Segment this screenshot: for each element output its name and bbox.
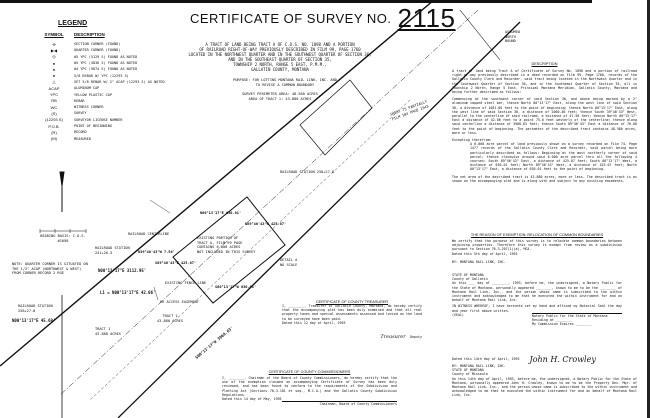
north-arrow-head (59, 171, 65, 187)
legend-item: ◎ #5 YPC (5129 S) FOUND AS NOTED (34, 54, 165, 60)
legend-symbol-icon: RB (51, 98, 57, 104)
commissioners-section: CERTIFICATE OF COUNTY COMMISSIONERS I, _… (222, 370, 397, 407)
legend-item: YPC YELLOW PLASTIC CAP (34, 91, 165, 97)
legend-item: ✣ SECTION CORNER (FOUND) (34, 41, 165, 47)
legend-symbol-header: SYMBOL (44, 32, 64, 37)
rr-easement-label: RR ACCESS EASEMENT (160, 300, 199, 304)
railroad-centerline-label: RAILROAD CENTERLINE (128, 232, 170, 236)
legend-item: (R) RECORD (34, 129, 165, 135)
legend-symbol-icon: △ (52, 79, 56, 85)
legend-description: 5/8 REBAR W/ YPC (12293 S) (74, 73, 129, 78)
legend-item: ▶◀ QUARTER CORNER (FOUND) (34, 47, 165, 53)
legend-item: RB REBAR (34, 98, 165, 104)
legend-symbol-icon: ACAP (48, 85, 60, 91)
legend-item: (M) MEASURED (34, 135, 165, 141)
legend-description: RECORD (74, 130, 87, 135)
legend-item: WC WITNESS CORNER (34, 104, 165, 110)
legend-description: #5 YPC (4836 S) FOUND AS NOTED (74, 61, 138, 66)
legend-item: △ SET 5/8 REBAR W/ 2" ACAP (12293 S) AS N… (34, 79, 165, 85)
bearing-basis: BEARING BASIS: C.O.S. #1098 (40, 234, 86, 243)
fence-line-label: EXISTING FENCE LINE (165, 281, 207, 285)
bearing-call: S89°46'43"E 425.07' (155, 261, 197, 265)
legend-item: (12293 S) SURVEYOR LICENSE NUMBER (34, 117, 165, 123)
legend-description: REBAR (74, 98, 85, 103)
legend-description: MEASURED (74, 136, 91, 141)
bearing-call: N39°48'43"W 7.56' (138, 250, 175, 254)
legend-symbol-icon: WC (50, 104, 58, 110)
bearing-call: N00°13'17"E 45.68' (12, 318, 56, 323)
bearing-call: L1 = N00°13'17"E 42.06' (100, 290, 156, 295)
legend-symbol-icon: (M) (51, 136, 57, 142)
legend-item: P.O.B. POINT OF BEGINNING (34, 123, 165, 129)
legend-symbol-icon: ● (52, 60, 56, 66)
legend-description: QUARTER CORNER (FOUND) (74, 48, 121, 53)
legend-item: ● 5/8 REBAR W/ YPC (12293 S) (34, 72, 165, 78)
railroad-centerline (59, 9, 479, 396)
tie-line (459, 9, 501, 61)
description-section: DESCRIPTION A tract of land being Tract … (452, 62, 637, 183)
legend-item: ● #5 YPC (4836 S) FOUND AS NOTED (34, 60, 165, 66)
owner-section: Dated this 14th day of April, 1993 John … (452, 355, 637, 398)
tract-a-boundary (172, 196, 286, 304)
legend-title: LEGEND (58, 20, 88, 27)
legend-item: ● #4 YPC (9874 S) FOUND AS NOTED (34, 66, 165, 72)
legend-symbol-icon: (R) (51, 129, 57, 135)
exemption-section: THE REASON OF EXEMPTION: RELOCATION OF C… (452, 233, 622, 264)
legend: SYMBOL DESCRIPTION ✣ SECTION CORNER (FOUN… (34, 32, 165, 142)
notary-section: STATE OF MONTANA County of Gallatin On t… (452, 273, 622, 327)
legend-description: SURVEY (74, 111, 87, 116)
legend-item: (S) SURVEY (34, 110, 165, 116)
treasurer-section: CERTIFICATE OF COUNTY TREASURER I, _____… (282, 300, 422, 341)
legend-description: SURVEYOR LICENSE NUMBER (74, 117, 123, 122)
legend-symbol-icon: (12293 S) (45, 117, 63, 123)
bearing-call: S00°13'17"W 630.01' (215, 285, 257, 289)
legend-description: POINT OF BEGINNING (74, 124, 112, 128)
legend-description: SET 5/8 REBAR W/ 2" ACAP (12293 S) AS NO… (74, 79, 165, 84)
legend-symbol-icon: (S) (51, 110, 57, 116)
right-border (647, 0, 650, 418)
survey-subtitle: A TRACT OF LAND BEING TRACT A OF C.O.S. … (188, 42, 372, 72)
railroad-row-line-west (0, 0, 435, 367)
legend-symbol-icon: ● (52, 66, 56, 72)
legend-symbol-icon: ● (52, 73, 56, 79)
legend-description: SECTION CORNER (FOUND) (74, 42, 121, 47)
legend-description-header: DESCRIPTION (74, 32, 105, 37)
owner-signature: John H. Crowley (529, 355, 596, 364)
description-heading: DESCRIPTION (531, 62, 558, 66)
leader-line (153, 286, 159, 301)
railroad-station-label: RAILROAD STATION 241+26.5 (95, 246, 130, 255)
legend-description: #5 YPC (5129 S) FOUND AS NOTED (74, 54, 138, 59)
bearing-call: N00°13'17"E 3112.95' (98, 268, 147, 273)
legend-symbol-icon: ▶◀ (50, 47, 58, 53)
railroad-row-line-east (117, 21, 521, 418)
legend-description: WITNESS CORNER (74, 105, 104, 110)
page-title: CERTIFICATE OF SURVEY NO.2115 (190, 3, 456, 33)
fence-line (89, 99, 411, 401)
top-border (0, 0, 592, 3)
tract-a-upper-parcel (299, 79, 373, 156)
survey-purpose: PURPOSE: FOR LOTTING MONTANA RAIL LINK, … (233, 78, 337, 87)
bearing-call: N89°46'43"W 425.07' (245, 222, 287, 226)
leader-line (149, 199, 171, 214)
legend-description: YELLOW PLASTIC CAP (74, 92, 112, 97)
legend-description: ALUMINUM CAP (74, 86, 100, 91)
bearing-call: N00°13'17"E 630.01' (200, 211, 242, 215)
legend-item: ACAP ALUMINUM CAP (34, 85, 165, 91)
legend-description: #4 YPC (9874 S) FOUND AS NOTED (74, 67, 138, 72)
survey-number: 2115 (397, 3, 456, 33)
legend-symbol-icon: ✣ (52, 41, 56, 47)
station-label: RAILROAD STATION 258+27.8 (280, 170, 335, 174)
legend-symbol-icon: P.O.B. (48, 123, 60, 129)
legend-symbol-icon: ◎ (52, 54, 56, 60)
legend-symbol-icon: YPC (49, 92, 59, 98)
